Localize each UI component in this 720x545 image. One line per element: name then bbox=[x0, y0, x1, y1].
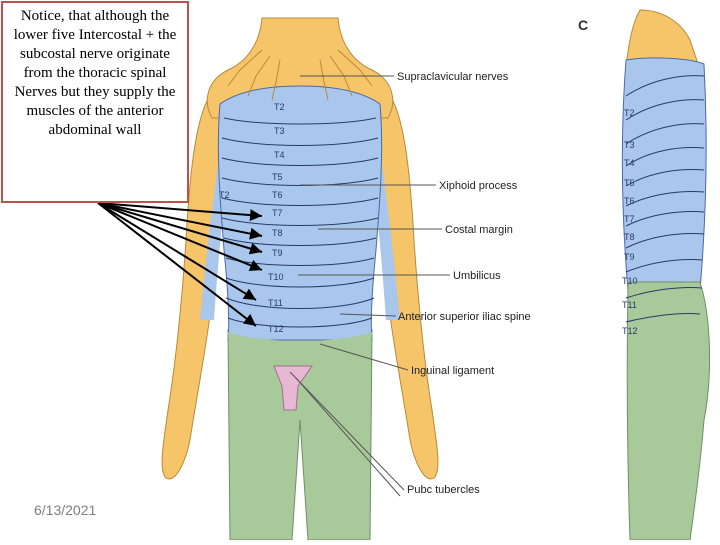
leader-lines bbox=[289, 75, 450, 497]
front-seg-label: T12 bbox=[268, 324, 284, 334]
front-seg-label: T2 bbox=[274, 102, 285, 112]
arrow-t8 bbox=[97, 202, 263, 240]
side-seg-label: T10 bbox=[622, 276, 638, 286]
side-head-neck bbox=[625, 9, 701, 71]
side-seg-label: T9 bbox=[624, 252, 635, 262]
note-text: Notice, that although the lower five Int… bbox=[13, 8, 177, 138]
side-seg-label: T2 bbox=[624, 108, 635, 118]
side-seg-label: T11 bbox=[622, 300, 637, 310]
label-pubic: Pubc tubercles bbox=[407, 484, 480, 496]
front-arm-seg-label: T2 bbox=[219, 190, 230, 200]
label-inguinal: Inguinal ligament bbox=[411, 365, 494, 377]
side-seg-label: T3 bbox=[624, 140, 635, 150]
front-seg-label: T4 bbox=[274, 150, 285, 160]
side-hip-leg bbox=[626, 281, 711, 541]
side-seg-label: T4 bbox=[624, 158, 635, 168]
arrow-t11 bbox=[97, 202, 257, 301]
side-seg-label: T7 bbox=[624, 214, 635, 224]
note-box: Notice, that although the lower five Int… bbox=[1, 1, 189, 203]
slide-date: 6/13/2021 bbox=[34, 502, 97, 518]
label-supraclavicular: Supraclavicular nerves bbox=[397, 71, 509, 83]
side-dermatome-lines bbox=[625, 75, 705, 323]
pointer-arrows bbox=[97, 202, 263, 327]
front-seg-label: T11 bbox=[268, 298, 283, 308]
front-seg-label: T7 bbox=[272, 208, 283, 218]
arrow-t10 bbox=[97, 202, 263, 272]
arrow-t12 bbox=[97, 202, 257, 327]
arrow-t7 bbox=[97, 202, 263, 222]
front-seg-label: T5 bbox=[272, 172, 283, 182]
front-seg-label: T8 bbox=[272, 228, 283, 238]
label-costal-margin: Costal margin bbox=[445, 224, 513, 236]
side-seg-label: T12 bbox=[622, 326, 638, 336]
front-seg-label: T3 bbox=[274, 126, 285, 136]
side-figure: T2 T3 T4 T5 T6 T7 T8 T9 T10 T11 T12 bbox=[621, 9, 711, 541]
panel-letter: C bbox=[578, 17, 588, 33]
genital-region bbox=[273, 365, 313, 411]
arrow-t9 bbox=[97, 202, 263, 255]
side-seg-label: T8 bbox=[624, 232, 635, 242]
side-seg-label: T5 bbox=[624, 178, 635, 188]
groin-dermatome bbox=[228, 332, 372, 378]
front-figure: T2 T3 T4 T5 T6 T7 T8 T9 T10 T11 T12 T2 bbox=[161, 17, 439, 541]
label-xiphoid: Xiphoid process bbox=[439, 180, 518, 192]
front-seg-label: T10 bbox=[268, 272, 284, 282]
front-dermatome-lines bbox=[221, 117, 379, 328]
front-seg-label: T9 bbox=[272, 248, 283, 258]
front-seg-label: T6 bbox=[272, 190, 283, 200]
label-asis: Anterior superior iliac spine bbox=[398, 311, 531, 323]
label-umbilicus: Umbilicus bbox=[453, 270, 501, 282]
side-seg-label: T6 bbox=[624, 196, 635, 206]
side-torso-dermatome bbox=[621, 57, 707, 291]
